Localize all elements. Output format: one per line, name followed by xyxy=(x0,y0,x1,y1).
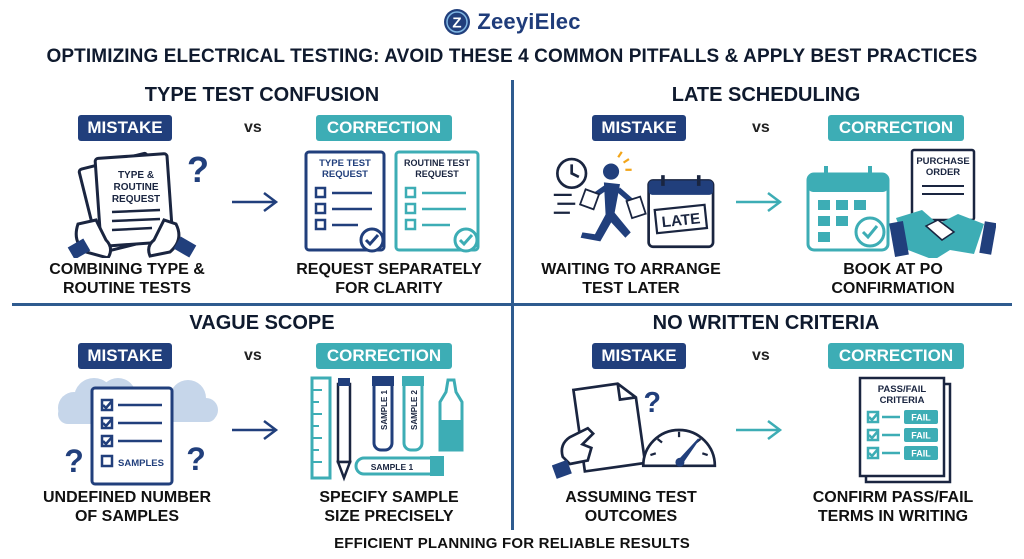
svg-text:ROUTINE: ROUTINE xyxy=(114,182,159,193)
svg-text:?: ? xyxy=(187,149,209,190)
mistake-badge: MISTAKE xyxy=(592,115,686,141)
arrow-right-icon xyxy=(736,420,783,440)
mistake-caption: UNDEFINED NUMBER OF SAMPLES xyxy=(43,489,211,525)
correction-caption: CONFIRM PASS/FAIL TERMS IN WRITING xyxy=(812,489,974,525)
correction-badge: CORRECTION xyxy=(828,343,964,369)
separate-request-documents-icon: TYPE TEST REQUEST ROUTINE TEST REQUEST xyxy=(304,150,480,253)
correction-caption: REQUEST SEPARATELY FOR CLARITY xyxy=(296,261,482,297)
svg-text:SAMPLE 1: SAMPLE 1 xyxy=(380,389,389,430)
page-title: OPTIMIZING ELECTRICAL TESTING: AVOID THE… xyxy=(46,46,978,67)
svg-text:REQUEST: REQUEST xyxy=(322,169,368,180)
svg-text:TYPE &: TYPE & xyxy=(118,170,154,181)
brand-logo-letter: Z xyxy=(453,15,462,32)
blank-document-gauge-icon: ? xyxy=(552,382,717,479)
pitfall-no-written-criteria: NO WRITTEN CRITERIA MISTAKE vs CORRECTIO… xyxy=(516,308,1016,530)
vs-label: vs xyxy=(244,119,262,136)
pitfall-title: NO WRITTEN CRITERIA xyxy=(652,312,880,334)
arrow-right-icon xyxy=(232,192,279,212)
svg-text:?: ? xyxy=(64,443,84,479)
pass-fail-criteria-document-icon: PASS/FAIL CRITERIA FAIL FAIL FAIL xyxy=(858,376,952,484)
pitfall-vague-scope: VAGUE SCOPE MISTAKE vs CORRECTION SAMPLE… xyxy=(12,308,512,530)
svg-text:?: ? xyxy=(186,441,206,477)
correction-badge: CORRECTION xyxy=(316,343,452,369)
calendar-handshake-icon: PURCHASE ORDER xyxy=(806,148,996,258)
pitfall-title: VAGUE SCOPE xyxy=(189,312,335,334)
svg-text:SAMPLES: SAMPLES xyxy=(118,458,164,469)
correction-badge: CORRECTION xyxy=(828,115,964,141)
correction-badge: CORRECTION xyxy=(316,115,452,141)
mistake-badge: MISTAKE xyxy=(78,115,172,141)
svg-text:CRITERIA: CRITERIA xyxy=(880,395,925,406)
arrow-right-icon xyxy=(232,420,279,440)
arrow-right-icon xyxy=(736,192,783,212)
mixed-request-document-icon: TYPE & ROUTINE REQUEST ? xyxy=(67,149,209,258)
vs-label: vs xyxy=(244,347,262,364)
svg-text:FAIL: FAIL xyxy=(911,431,931,441)
footer-tagline: EFFICIENT PLANNING FOR RELIABLE RESULTS xyxy=(334,535,690,552)
running-late-person-icon: LATE xyxy=(553,151,715,249)
svg-text:TYPE TEST: TYPE TEST xyxy=(319,158,371,169)
mistake-badge: MISTAKE xyxy=(592,343,686,369)
svg-text:FAIL: FAIL xyxy=(911,449,931,459)
svg-text:SAMPLE 2: SAMPLE 2 xyxy=(410,389,419,430)
svg-text:PASS/FAIL: PASS/FAIL xyxy=(878,384,927,395)
svg-text:?: ? xyxy=(643,387,661,419)
svg-text:SAMPLE 1: SAMPLE 1 xyxy=(371,462,414,472)
pitfall-type-test-confusion: TYPE TEST CONFUSION MISTAKE vs CORRECTIO… xyxy=(12,80,512,302)
brand-logo-icon: Z xyxy=(444,9,471,35)
svg-text:ORDER: ORDER xyxy=(926,167,960,178)
correction-caption: BOOK AT PO CONFIRMATION xyxy=(831,261,955,297)
brand-name: ZeeyiElec xyxy=(477,9,581,34)
vs-label: vs xyxy=(752,119,770,136)
svg-text:REQUEST: REQUEST xyxy=(415,169,459,179)
pitfall-title: LATE SCHEDULING xyxy=(671,84,861,106)
brand-header: Z ZeeyiElec xyxy=(0,6,1024,38)
svg-text:REQUEST: REQUEST xyxy=(112,194,160,205)
ruler-pencil-sample-tubes-icon: SAMPLE 1 SAMPLE 2 SAMPLE 1 xyxy=(310,376,464,482)
svg-text:PURCHASE: PURCHASE xyxy=(916,156,969,167)
svg-text:LATE: LATE xyxy=(661,210,701,231)
mistake-badge: MISTAKE xyxy=(78,343,172,369)
mistake-caption: COMBINING TYPE & ROUTINE TESTS xyxy=(49,261,205,297)
mistake-caption: ASSUMING TEST OUTCOMES xyxy=(565,489,697,525)
cloudy-checklist-icon: SAMPLES ? ? xyxy=(58,378,218,486)
correction-caption: SPECIFY SAMPLE SIZE PRECISELY xyxy=(319,489,459,525)
pitfall-late-scheduling: LATE SCHEDULING MISTAKE vs CORRECTION LA… xyxy=(516,80,1016,302)
horizontal-divider xyxy=(12,303,1012,306)
vs-label: vs xyxy=(752,347,770,364)
svg-text:FAIL: FAIL xyxy=(911,413,931,423)
mistake-caption: WAITING TO ARRANGE TEST LATER xyxy=(541,261,721,297)
pitfall-title: TYPE TEST CONFUSION xyxy=(144,84,380,106)
svg-text:ROUTINE TEST: ROUTINE TEST xyxy=(404,158,471,168)
